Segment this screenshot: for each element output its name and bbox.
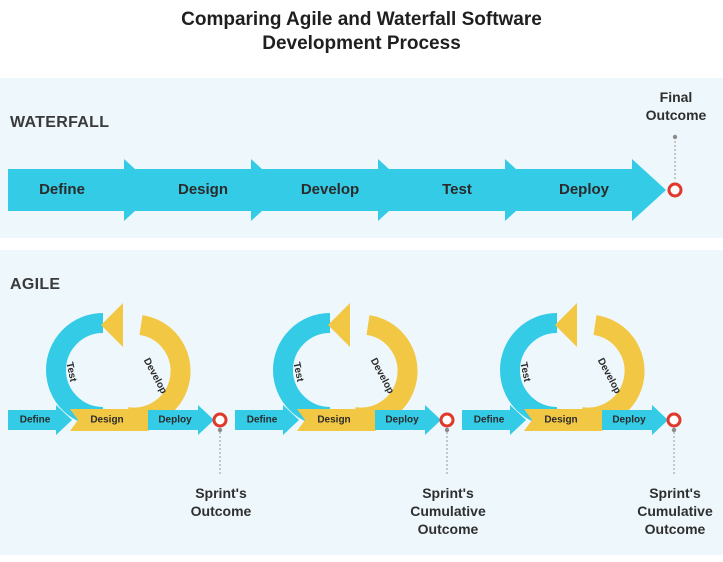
- sprint-1-outcome-marker: [212, 412, 228, 428]
- waterfall-step-arrow-test: [389, 159, 539, 221]
- sprint-1-loop-arrowhead: [101, 303, 123, 347]
- sprint-3-test-arc: [500, 313, 558, 427]
- sprint-1-deploy-label: Deploy: [158, 415, 192, 426]
- title-line-2: Development Process: [262, 33, 461, 54]
- sprint-2-test-arc: [273, 313, 331, 427]
- sprint-1-design-label: Design: [90, 415, 123, 426]
- waterfall-step-arrow-design: [135, 159, 285, 221]
- agile-label: AGILE: [10, 276, 61, 293]
- waterfall-step-label-test: Test: [442, 181, 472, 198]
- waterfall-step-arrow-define: [8, 159, 158, 221]
- diagram-title: Comparing Agile and Waterfall Software D…: [0, 8, 723, 56]
- sprint-1-outcome-line-2: Outcome: [190, 503, 252, 519]
- sprint-2-design-arrow: [297, 409, 385, 431]
- sprint-1-design-arrow: [70, 409, 158, 431]
- sprint-1-test-arc: [46, 313, 104, 427]
- sprint-2-outcome-line-2: Cumulative: [410, 503, 486, 519]
- final-outcome-line-2: Outcome: [645, 107, 707, 123]
- sprint-2-outcome-marker: [439, 412, 455, 428]
- sprint-1-outcome-line-1: Sprint's: [195, 485, 247, 501]
- sprint-2-loop-arrowhead: [328, 303, 350, 347]
- sprint-3-develop-label: Develop: [595, 356, 623, 396]
- sprint-3-loop-arrowhead: [555, 303, 577, 347]
- final-outcome-line-1: Final: [659, 89, 693, 105]
- waterfall-step-label-design: Design: [178, 181, 228, 198]
- sprint-3-outcome-line-3: Outcome: [644, 521, 706, 537]
- sprint-3-deploy-label: Deploy: [612, 415, 646, 426]
- sprint-1-test-label: Test: [63, 361, 78, 383]
- sprint-1-develop-label: Develop: [141, 356, 169, 396]
- final-outcome-marker: [667, 182, 683, 198]
- sprint-3-outcome-line-1: Sprint's: [649, 485, 701, 501]
- waterfall-step-label-define: Define: [39, 181, 85, 198]
- sprint-2-deploy-label: Deploy: [385, 415, 419, 426]
- final-outcome-leader-dot: [672, 134, 678, 140]
- waterfall-step-arrow-deploy: [516, 159, 666, 221]
- waterfall-label: WATERFALL: [10, 114, 110, 131]
- sprint-2-test-label: Test: [290, 361, 305, 383]
- sprint-2-design-label: Design: [317, 415, 350, 426]
- waterfall-step-label-develop: Develop: [301, 181, 359, 198]
- title-line-1: Comparing Agile and Waterfall Software: [181, 9, 542, 30]
- final-outcome-label: Final Outcome: [632, 88, 720, 124]
- sprint-2-outcome-line-1: Sprint's: [422, 485, 474, 501]
- sprint-3-define-arrow: [462, 405, 526, 435]
- sprint-2-define-arrow: [235, 405, 299, 435]
- sprint-3-outcome-marker: [666, 412, 682, 428]
- sprint-2-outcome-leader-dot: [444, 427, 450, 433]
- sprint-1-define-arrow: [8, 405, 72, 435]
- sprint-1-deploy-arrow: [148, 405, 214, 435]
- waterfall-step-arrow-develop: [262, 159, 412, 221]
- sprint-3-design-label: Design: [544, 415, 577, 426]
- sprint-1-define-label: Define: [20, 415, 51, 426]
- waterfall-step-label-deploy: Deploy: [559, 181, 610, 198]
- sprint-3-define-label: Define: [474, 415, 505, 426]
- sprint-2-outcome-line-3: Outcome: [417, 521, 479, 537]
- sprint-3-design-arrow: [524, 409, 612, 431]
- sprint-2-develop-label: Develop: [368, 356, 396, 396]
- sprint-2-deploy-arrow: [375, 405, 441, 435]
- sprint-3-outcome-leader-dot: [671, 427, 677, 433]
- sprint-2-define-label: Define: [247, 415, 278, 426]
- sprint-3-deploy-arrow: [602, 405, 668, 435]
- sprint-1-outcome-leader-dot: [217, 427, 223, 433]
- sprint-3-test-label: Test: [517, 361, 532, 383]
- agile-band: [0, 250, 723, 555]
- sprint-3-outcome-line-2: Cumulative: [637, 503, 713, 519]
- waterfall-band: [0, 78, 723, 238]
